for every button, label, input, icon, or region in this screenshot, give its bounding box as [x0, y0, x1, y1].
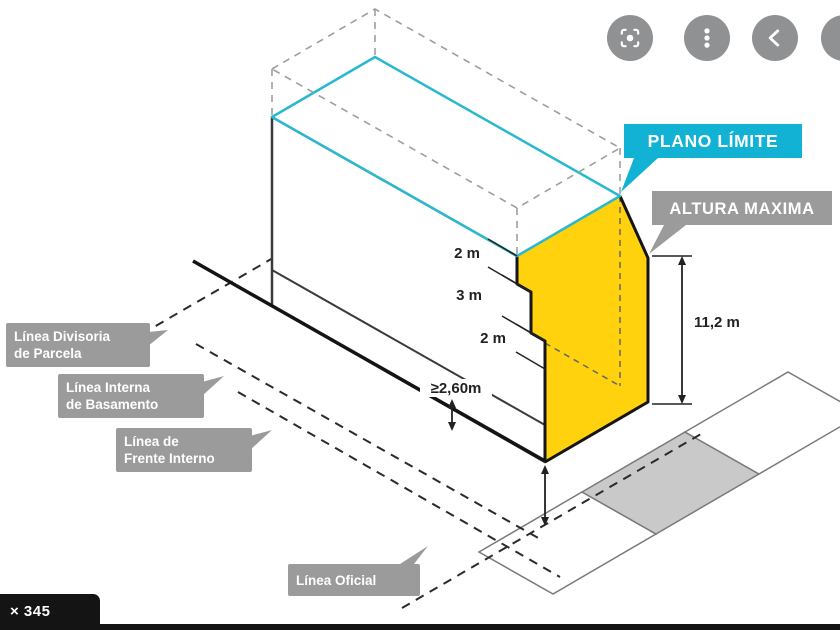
- callout-text: Línea Interna: [66, 380, 151, 395]
- limit-plane-edge-profile: [544, 195, 650, 464]
- dim-step-middle: 3 m: [456, 287, 482, 304]
- chevron-left-icon: [768, 29, 780, 47]
- callout-text: Línea de: [124, 434, 179, 449]
- plano-limite-label: PLANO LÍMITE: [621, 124, 802, 192]
- basement-level-line: [271, 269, 546, 426]
- sidewalk-strip-outline-2: [683, 371, 840, 475]
- callout-linea-interna: Línea Interna de Basamento: [58, 374, 224, 418]
- linea-oficial-line: [401, 433, 702, 609]
- result-count-badge[interactable]: × 345: [0, 594, 100, 630]
- plano-limite-text: PLANO LÍMITE: [648, 130, 779, 151]
- hidden-edges: [544, 196, 621, 387]
- basement-clearance-dimension: ≥2,60m: [420, 379, 492, 431]
- regulation-lines: [127, 246, 702, 609]
- altura-maxima-label: ALTURA MAXIMA: [649, 191, 832, 254]
- clipped-edge-button[interactable]: [821, 15, 840, 61]
- plano-limite-pointer: [621, 158, 658, 192]
- cyan-limit-plane: [270, 55, 622, 258]
- back-button[interactable]: [752, 15, 798, 61]
- dim-basement-clearance: ≥2,60m: [431, 380, 482, 397]
- bottom-letterbox: [0, 624, 840, 630]
- callout-text: Línea Oficial: [296, 573, 376, 588]
- dim-step-top: 2 m: [454, 245, 480, 262]
- lens-scan-icon: [620, 28, 640, 48]
- callout-linea-frente: Línea de Frente Interno: [116, 428, 272, 472]
- dim-front-height: 11,2 m: [694, 314, 740, 331]
- altura-maxima-pointer: [649, 225, 686, 254]
- step-ticks: [487, 238, 546, 370]
- callout-text: de Parcela: [14, 346, 82, 361]
- front-height-dimension: 11,2 m: [652, 255, 740, 405]
- setback-step-profile: [515, 256, 547, 462]
- altura-maxima-text: ALTURA MAXIMA: [669, 200, 814, 218]
- linea-divisoria-line: [127, 246, 293, 343]
- street-sidewalk: [477, 371, 840, 595]
- callout-linea-oficial: Línea Oficial: [288, 546, 428, 596]
- limit-envelope-dashed: [270, 8, 622, 256]
- dim-step-lower: 2 m: [480, 330, 506, 347]
- lens-search-button[interactable]: [607, 15, 653, 61]
- linea-basamento-line: [195, 343, 541, 540]
- more-options-button[interactable]: [684, 15, 730, 61]
- linea-frente-interno-line: [237, 391, 561, 578]
- more-vertical-icon: [704, 28, 710, 48]
- yellow-end-face: [517, 196, 648, 462]
- callout-linea-divisoria: Línea Divisoria de Parcela: [6, 323, 168, 367]
- setback-arrow: [541, 465, 549, 526]
- callout-text: Línea Divisoria: [14, 329, 111, 344]
- callout-text: Frente Interno: [124, 451, 215, 466]
- callout-text: de Basamento: [66, 397, 158, 412]
- floating-toolbar: [0, 0, 840, 80]
- ground-line: [192, 259, 546, 463]
